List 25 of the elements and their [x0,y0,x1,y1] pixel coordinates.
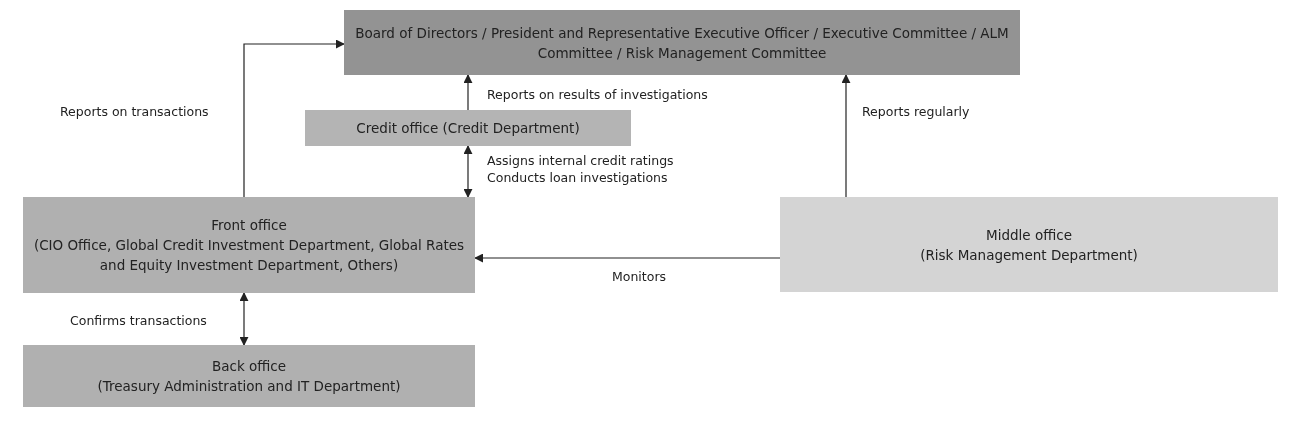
arrow [463,74,473,111]
box-title: Front office [211,216,287,235]
office-box [23,345,475,407]
box-subtitle: (Risk Management Department) [920,245,1138,265]
box-title: Back office [211,357,287,376]
arrow [474,253,781,263]
arrow [841,74,851,198]
edge-label: Reports regularly [862,103,970,120]
edge-label: Reports on transactions [60,103,209,120]
office-box [344,10,1020,75]
box-subtitle: (Treasury Administration and IT Department) [97,377,401,396]
edge-label: Monitors [612,268,667,285]
office-box [23,197,475,293]
edge-label: Confirms transactions [70,312,207,329]
arrow [243,39,345,198]
arrow [239,292,249,346]
edge-label: Reports on results of investigations [487,86,708,103]
arrow [463,145,473,198]
office-box [780,197,1278,292]
box-title: Board of Directors / President and Representative Executive Officer / Executive Committee / ALM Committee / Risk Management Committee [354,23,1010,63]
box-title: Credit office (Credit Department) [356,119,580,138]
edge-label: Assigns internal credit ratings Conducts loan investigations [487,152,675,186]
box-title: Middle office [986,225,1072,245]
box-subtitle: (CIO Office, Global Credit Investment Department, Global Rates and Equity Investment Department, Others) [32,236,466,275]
office-box [305,110,631,146]
